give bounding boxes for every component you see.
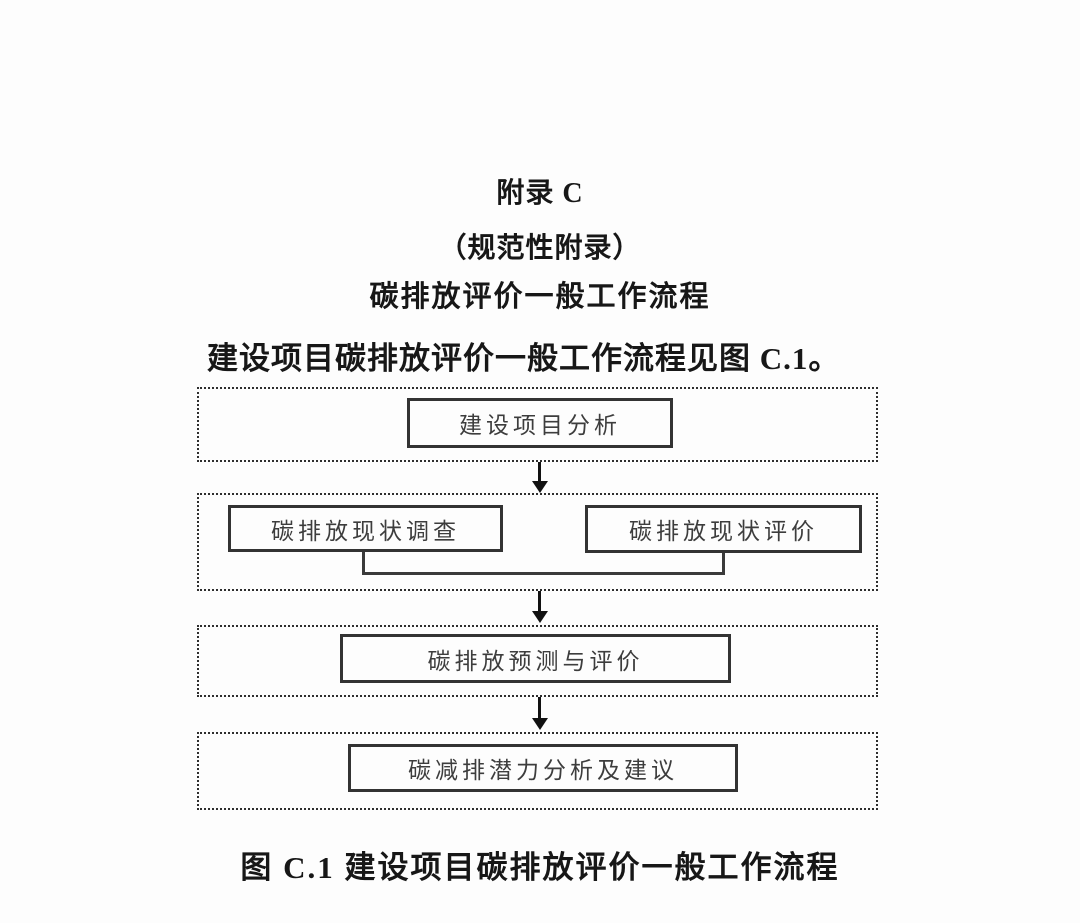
flow-node-status-evaluation: 碳排放现状评价: [585, 505, 862, 553]
flow-node-status-survey: 碳排放现状调查: [228, 505, 503, 552]
arrow-head: [531, 611, 548, 623]
appendix-subject-line: 碳排放评价一般工作流程: [369, 281, 711, 313]
flow-stage-frame-2: [197, 493, 878, 591]
appendix-type-line: （规范性附录）: [438, 233, 642, 264]
flow-node-prediction-evaluation: 碳排放预测与评价: [340, 634, 731, 683]
merge-connector-right: [722, 553, 725, 574]
flow-stage-frame-4: [197, 732, 878, 810]
flow-node-project-analysis: 建设项目分析: [407, 398, 673, 448]
flow-stage-frame-1: [197, 387, 878, 462]
appendix-title: 附录 C: [496, 178, 584, 209]
flow-node-reduction-potential: 碳减排潜力分析及建议: [348, 744, 738, 792]
arrow-stem: [538, 697, 541, 718]
flow-stage-frame-3: [197, 625, 878, 697]
arrow-down-icon: [531, 462, 548, 493]
arrow-down-icon: [531, 591, 548, 623]
arrow-down-icon: [531, 697, 548, 730]
arrow-stem: [538, 591, 541, 611]
intro-paragraph: 建设项目碳排放评价一般工作流程见图 C.1。: [207, 341, 841, 376]
merge-connector-bottom: [362, 572, 725, 575]
merge-connector-left: [362, 552, 365, 574]
arrow-stem: [538, 462, 541, 481]
arrow-head: [531, 481, 548, 493]
figure-caption: 图 C.1 建设项目碳排放评价一般工作流程: [240, 850, 840, 885]
arrow-head: [531, 718, 548, 730]
